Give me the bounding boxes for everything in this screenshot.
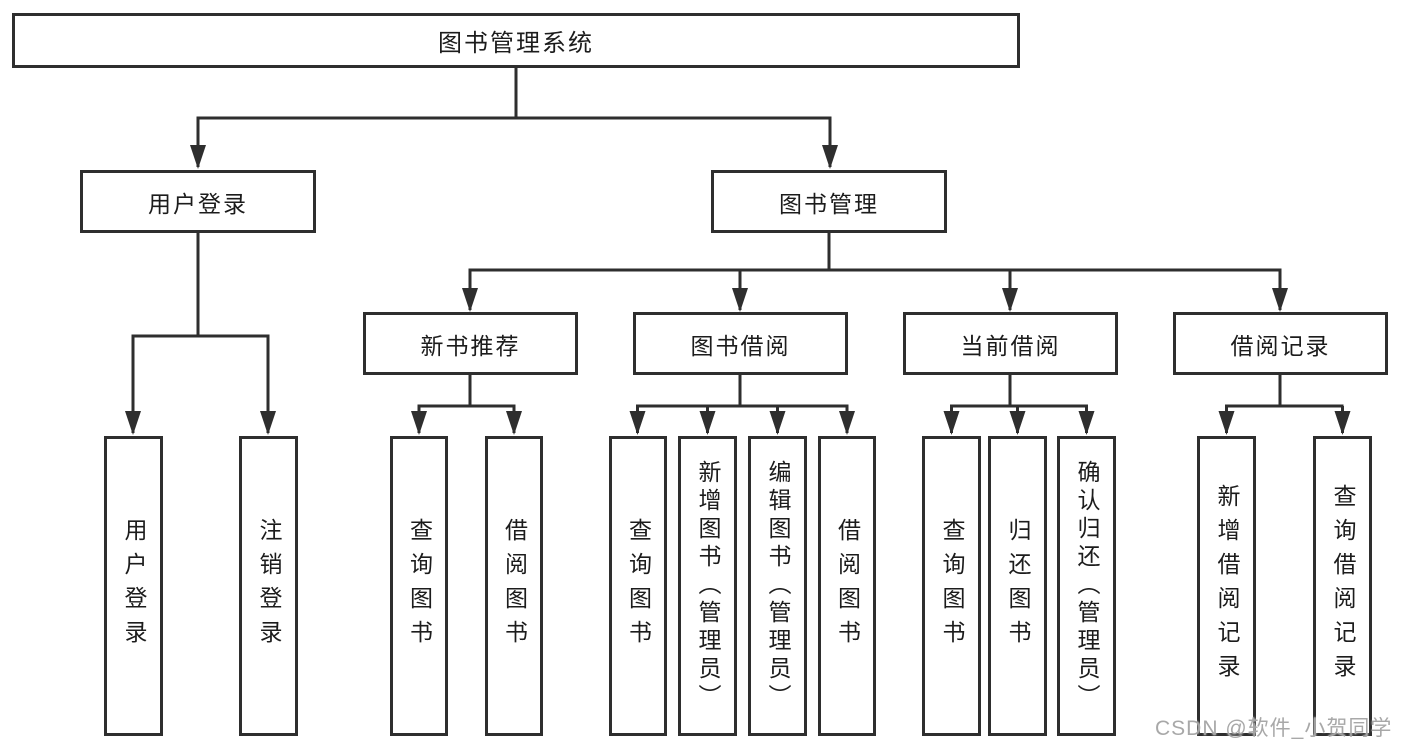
- node-leaf-add-books-admin: 新增图书（管理员）: [678, 436, 737, 736]
- node-new-book-recommend: 新书推荐: [363, 312, 578, 375]
- leaf-label: 归还图书: [1005, 518, 1031, 654]
- leaf-label: 编辑图书（管理员）: [765, 460, 791, 712]
- leaf-label: 注销登录: [256, 518, 282, 654]
- node-book-management: 图书管理: [711, 170, 947, 233]
- node-leaf-query-borrow-record: 查询借阅记录: [1313, 436, 1372, 736]
- leaf-label: 查询图书: [406, 518, 433, 654]
- node-leaf-query-books-2: 查询图书: [609, 436, 667, 736]
- leaf-label: 借阅图书: [501, 518, 528, 654]
- node-root-system: 图书管理系统: [12, 13, 1020, 68]
- leaf-label: 查询图书: [939, 518, 965, 654]
- node-current-borrowing: 当前借阅: [903, 312, 1118, 375]
- leaf-label: 查询借阅记录: [1330, 484, 1356, 688]
- node-leaf-query-books-1: 查询图书: [390, 436, 448, 736]
- leaf-label: 借阅图书: [834, 518, 861, 654]
- node-leaf-edit-books-admin: 编辑图书（管理员）: [748, 436, 807, 736]
- node-user-login: 用户登录: [80, 170, 316, 233]
- node-leaf-query-books-3: 查询图书: [922, 436, 981, 736]
- leaf-label: 确认归还（管理员）: [1074, 460, 1100, 712]
- node-borrowing-records: 借阅记录: [1173, 312, 1388, 375]
- node-leaf-logout: 注销登录: [239, 436, 298, 736]
- leaf-label: 查询图书: [625, 518, 652, 654]
- leaf-label: 用户登录: [121, 518, 147, 654]
- node-leaf-confirm-return-admin: 确认归还（管理员）: [1057, 436, 1116, 736]
- csdn-watermark: CSDN @软件_小贺同学: [1155, 717, 1393, 740]
- leaf-label: 新增借阅记录: [1214, 484, 1240, 688]
- node-leaf-user-login: 用户登录: [104, 436, 163, 736]
- node-leaf-add-borrow-record: 新增借阅记录: [1197, 436, 1256, 736]
- node-leaf-borrow-books-1: 借阅图书: [485, 436, 543, 736]
- node-leaf-return-books: 归还图书: [988, 436, 1047, 736]
- leaf-label: 新增图书（管理员）: [695, 460, 721, 712]
- node-book-borrowing: 图书借阅: [633, 312, 848, 375]
- node-leaf-borrow-books-2: 借阅图书: [818, 436, 876, 736]
